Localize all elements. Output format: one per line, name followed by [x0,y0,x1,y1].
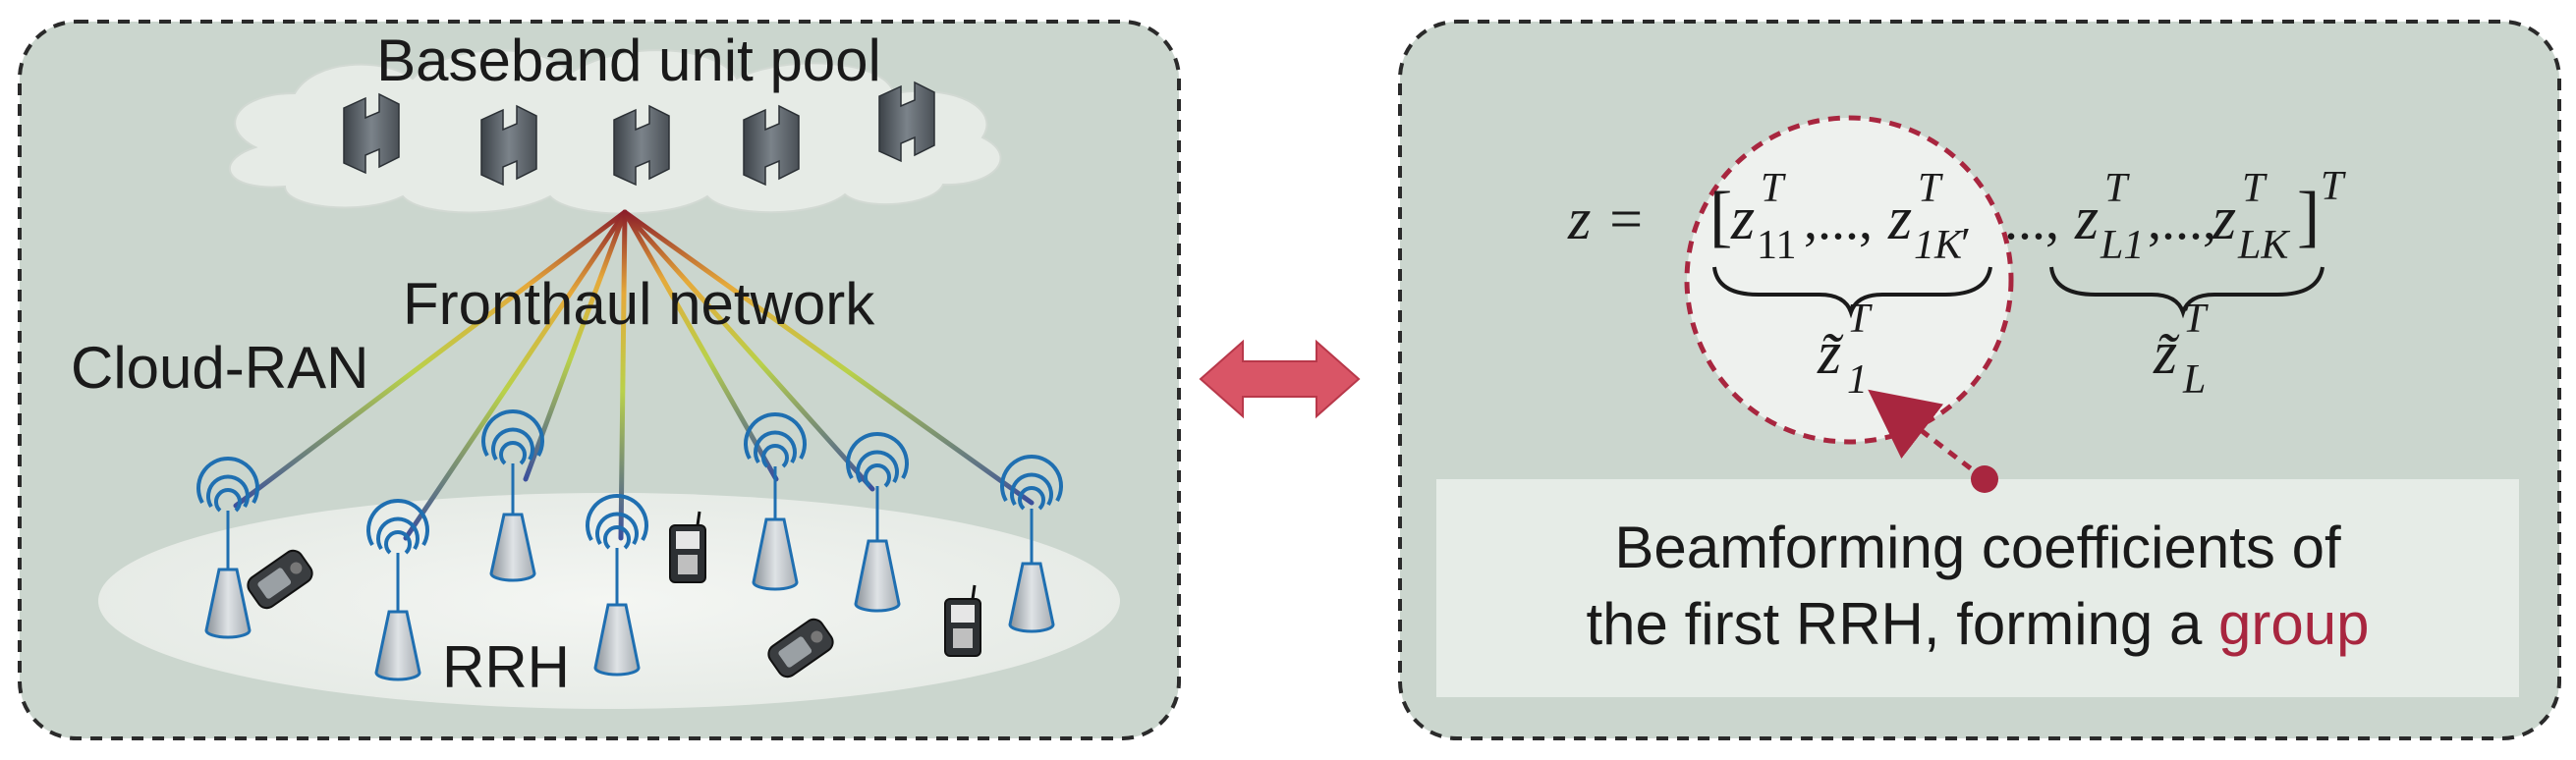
pointer-dot [1971,465,1998,493]
eq-mid: ..., [2004,190,2059,251]
eq-zlk: z [2212,186,2236,252]
mobile-phone-icon [767,618,834,679]
eq-prime: ′ [1961,218,1971,268]
eq-close-bracket: ] [2297,179,2320,254]
cell-phone-icon [669,511,706,583]
eq-tilde-sup: T [1847,297,1873,342]
right-panel: z = [ z T 11 ,..., z T 1K ′ ..., z T L1 … [1398,20,2561,740]
left-panel: Baseband unit pool Fronthaul network Clo… [18,20,1181,740]
caption-highlight: group [2218,591,2369,657]
eq-open-bracket: [ [1709,179,1732,254]
caption-line-2: the first RRH, forming a group [1587,591,2370,657]
mobile-phone-icon [247,549,313,610]
eq-sub-1k: 1K [1914,223,1964,268]
rrh-tower [744,412,807,591]
eq-z11: z [1730,186,1755,252]
eq-lhs: z = [1567,187,1646,251]
pointer-arrow [1868,389,1987,481]
eq-tilde-sub-l: L [2182,357,2206,403]
eq-z1k: z [1887,186,1912,252]
rrh-towers [196,409,1063,681]
eq-sup: T [1761,166,1786,211]
cloud-ran-label: Cloud-RAN [71,335,368,401]
rrh-tower [366,499,429,681]
coverage-area [98,493,1120,709]
double-arrow-icon [1199,339,1361,419]
eq-sup: T [2242,166,2268,211]
group-circle [1684,115,2014,445]
eq-tilde-z1: z̃ [1817,320,1844,387]
rrh-label: RRH [442,634,570,700]
eq-tilde-zl: z̃ [2153,320,2180,387]
eq-sup: T [1918,166,1943,211]
eq-sub-l1: L1 [2100,223,2144,268]
pool-label: Baseband unit pool [376,27,881,93]
eq-sup: T [2104,166,2130,211]
caption-line-2-prefix: the first RRH, forming a [1587,591,2219,657]
eq-sep: ,..., [1804,190,1873,251]
eq-sub-11: 11 [1757,223,1796,268]
rrh-tower [586,494,648,677]
eq-zl1: z [2074,186,2099,252]
rrh-tower [1000,455,1063,633]
rrh-tower [481,409,544,582]
eq-tilde-sup: T [2183,297,2209,342]
eq-tilde-sub-1: 1 [1847,357,1868,403]
brace-group-l [2049,266,2324,319]
equation: z = [ z T 11 ,..., z T 1K ′ ..., z T L1 … [1567,164,2346,403]
cell-phone-icon [944,584,981,657]
eq-sub-lk: LK [2237,223,2290,268]
server-icons [343,81,935,187]
eq-sup-outer: T [2321,164,2346,209]
rrh-tower [196,457,259,639]
caption-line-1: Beamforming coefficients of [1614,515,2341,580]
caption-box [1436,479,2519,697]
fronthaul-label: Fronthaul network [403,271,875,337]
brace-group-1 [1712,266,1992,319]
rrh-tower [846,432,909,613]
eq-sep: ,..., [2148,190,2216,251]
